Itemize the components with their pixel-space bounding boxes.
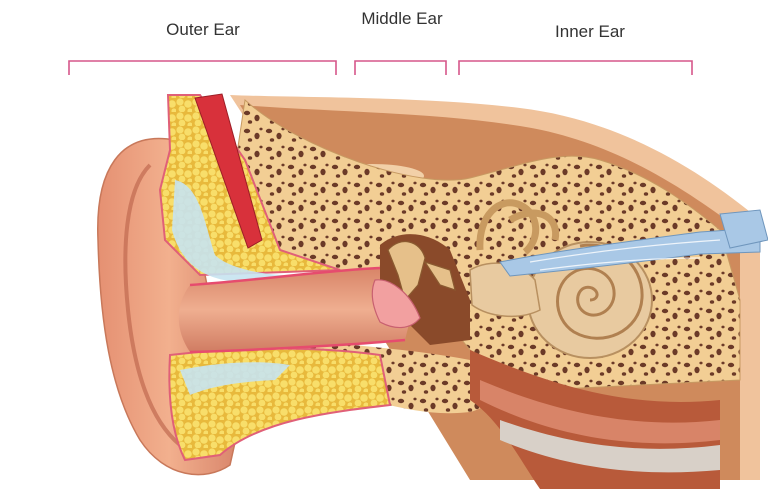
- outer-ear-label: Outer Ear: [166, 20, 240, 39]
- bracket-middle-ear: [354, 60, 447, 75]
- eardrum: [371, 279, 421, 329]
- nerve-cut-end: [719, 209, 768, 249]
- ear-canal: [178, 268, 415, 352]
- auricle-fold: [123, 163, 182, 447]
- semicircular-canals: [476, 199, 560, 255]
- lower-tissue-pink: [480, 380, 720, 444]
- lower-cartilage: [180, 362, 290, 395]
- muscle-band: [194, 93, 263, 249]
- bracket-outer-ear: [68, 60, 337, 75]
- cochlea-spiral: [556, 243, 644, 340]
- lower-tissue-grey: [500, 420, 720, 473]
- ear-canal-lining-top: [189, 266, 381, 287]
- bracket-inner-ear: [458, 60, 693, 75]
- vestibule: [469, 262, 541, 318]
- ear-canal-lining-bottom: [189, 338, 406, 354]
- inner-ear-label: Inner Ear: [555, 22, 625, 41]
- middle-ear-label: Middle Ear: [361, 9, 443, 28]
- upper-cartilage: [172, 180, 285, 282]
- ossicles: [387, 241, 456, 302]
